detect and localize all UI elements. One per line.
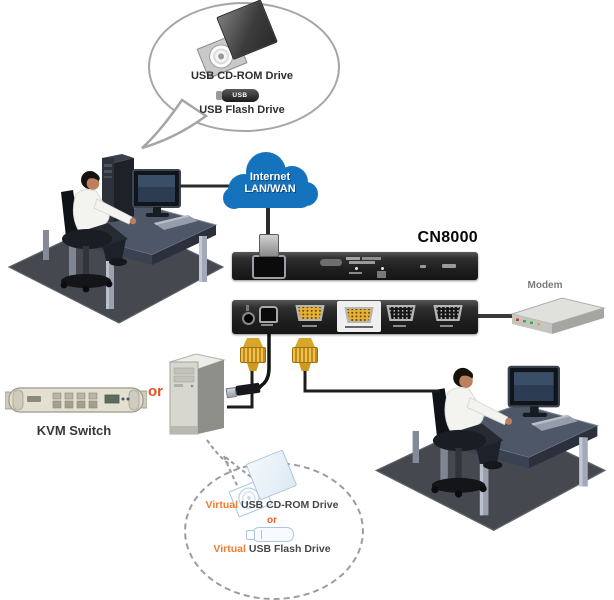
local-user-workstation (5, 146, 225, 331)
serial-port-2 (433, 305, 463, 321)
usb-flash-drive-icon: USB (216, 89, 259, 102)
serial-port-face (388, 307, 414, 319)
remote-user-workstation (372, 341, 607, 539)
usb-plug-body (235, 382, 261, 396)
vga-hood (243, 338, 263, 347)
flash-drive-text: USB (232, 92, 248, 99)
vga-boot (247, 363, 259, 371)
device-model-label: CN8000 (417, 229, 478, 246)
panel-print (362, 257, 381, 260)
modem-icon (510, 297, 606, 334)
panel-switch (377, 271, 386, 278)
kvm-switch-label: KVM Switch (36, 423, 112, 438)
cloud-line1: Internet (249, 171, 291, 183)
rj45-lan-port (252, 255, 286, 279)
virtual-word: Virtual (213, 543, 246, 555)
or-text-small: or (267, 515, 277, 526)
rj45-plug-icon (259, 234, 279, 257)
vga-connector-right-icon (292, 338, 318, 371)
vga-port-face (346, 309, 372, 321)
status-led (381, 267, 384, 270)
vga-port-face (297, 307, 323, 319)
usb-b-port (259, 306, 278, 323)
vga-hood (295, 338, 315, 347)
vga-grip (240, 347, 266, 363)
power-cord-mark (246, 305, 249, 311)
internet-cloud-icon (223, 152, 318, 209)
port-label-print (261, 324, 273, 326)
vga-boot (299, 363, 311, 371)
computer-tower-icon (168, 353, 226, 435)
highlighted-port-box (337, 301, 381, 332)
cn8000-rear-panel (232, 300, 478, 334)
cloud-caption: Internet LAN/WAN (218, 171, 322, 195)
speech-bubble-tail (141, 98, 209, 150)
virtual-flash-drive-icon (246, 527, 294, 542)
or-text: or (148, 383, 163, 400)
panel-print (346, 257, 360, 260)
usb-cdrom-drive-label: USB CD-ROM Drive (190, 70, 294, 82)
vga-kvm-port (344, 307, 374, 323)
modem-label: Modem (527, 280, 563, 291)
vga-local-port (295, 305, 325, 321)
virtual-word: Virtual (205, 499, 239, 511)
cdrom-label-rest: USB CD-ROM Drive (241, 499, 339, 511)
kvm-switch-icon (5, 387, 147, 413)
serial-port-face (435, 307, 461, 319)
usb-plug-icon (225, 382, 261, 399)
power-jack (242, 312, 255, 325)
dashed-callout-curve (206, 439, 230, 465)
vga-grip (292, 347, 318, 363)
vga-connector-left-icon (240, 338, 266, 371)
usb-flash-drive-label: USB Flash Drive (199, 104, 285, 116)
reset-hole (420, 265, 426, 268)
port-label-print (302, 325, 317, 327)
panel-slot (442, 264, 456, 268)
port-label-print (393, 325, 406, 327)
port-label-print (345, 326, 373, 328)
panel-print (349, 272, 362, 274)
serial-port-1 (386, 305, 416, 321)
port-label-print (440, 325, 453, 327)
cloud-line2: LAN/WAN (244, 183, 296, 195)
panel-print (349, 261, 375, 264)
kvm-port-buttons (52, 392, 98, 409)
flash-label-rest: USB Flash Drive (248, 543, 331, 555)
status-led (355, 267, 358, 270)
brand-logo-badge (320, 259, 342, 266)
